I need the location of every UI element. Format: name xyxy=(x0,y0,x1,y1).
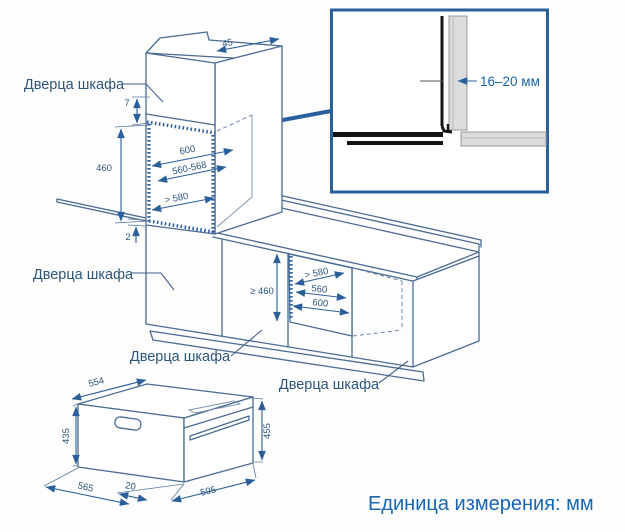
dim-bottom-gap: 2 xyxy=(125,232,130,243)
oven-side-handle-hole xyxy=(114,416,142,431)
base-cabinets xyxy=(145,225,480,382)
dim-opening-width: 600 xyxy=(179,144,197,158)
label-door-top: Дверца шкафа xyxy=(24,77,125,93)
dim-oven-door-overhang: 20 xyxy=(124,480,136,493)
upper-cabinet-dimensions: 45 7 460 600 560-568 > 580 2 xyxy=(96,36,280,243)
dim-base-opening-width: 600 xyxy=(312,297,329,310)
dim-top-vent-depth: 45 xyxy=(221,37,234,50)
inset-frame xyxy=(330,8,549,194)
cabinet-side-panel-section xyxy=(448,15,468,131)
dim-top-gap: 7 xyxy=(124,98,129,109)
oven-door-handle xyxy=(189,415,250,441)
inset-gap-dimension: 16–20 мм xyxy=(480,74,540,89)
oven-side-face xyxy=(77,403,185,483)
oven-drawing: 554 435 455 565 20 595 xyxy=(43,375,273,506)
oven-front-section xyxy=(333,132,443,137)
plinth xyxy=(149,330,425,382)
oven-frame-section xyxy=(440,16,453,134)
backsplash xyxy=(280,195,482,252)
tall-cabinet-front xyxy=(145,52,216,235)
unit-note: Единица измерения: мм xyxy=(368,493,594,515)
dim-oven-depth: 554 xyxy=(87,375,105,390)
oven-door-face xyxy=(183,396,254,483)
tall-cabinet-side xyxy=(214,45,283,235)
label-door-bottom-right: Дверца шкафа xyxy=(279,377,380,393)
worktop-section xyxy=(460,131,547,147)
label-door-left: Дверца шкафа xyxy=(33,267,134,283)
dim-oven-depth-with-door: 565 xyxy=(77,480,95,494)
dim-oven-width: 595 xyxy=(199,484,217,499)
base-side-panel xyxy=(412,255,480,368)
dim-niche-height: 460 xyxy=(96,163,112,174)
dim-min-depth: > 580 xyxy=(164,191,190,206)
niche-cut-edges xyxy=(146,120,216,234)
dim-base-min-height: ≥ 460 xyxy=(250,286,274,297)
detail-inset: 16–20 мм xyxy=(330,8,549,194)
dim-oven-front-height: 455 xyxy=(262,423,273,439)
label-door-bottom-center: Дверца шкафа xyxy=(130,349,231,365)
base-cabinet-dimensions: ≥ 460 > 580 560 600 xyxy=(250,253,350,322)
dim-oven-body-height: 435 xyxy=(61,428,72,444)
door-labels: Дверца шкафа Дверца шкафа Дверца шкафа Д… xyxy=(24,77,409,393)
dim-base-min-depth: > 580 xyxy=(304,266,330,281)
dim-base-cutout-width: 560 xyxy=(311,283,328,296)
